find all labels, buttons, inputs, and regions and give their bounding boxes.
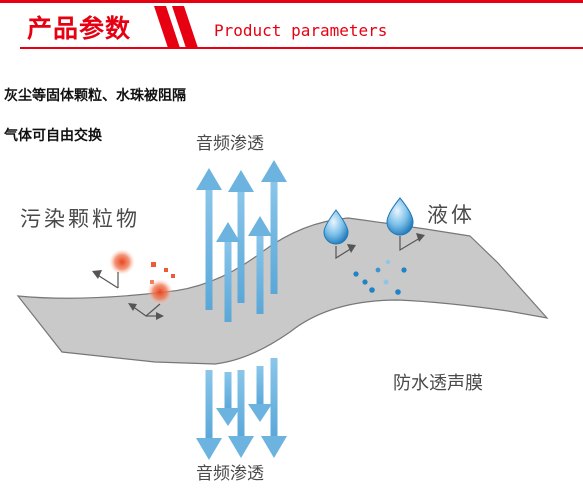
particle-icon bbox=[109, 249, 135, 275]
membrane bbox=[16, 217, 549, 365]
particles-label: 污染颗粒物 bbox=[20, 207, 140, 231]
top-label: 音频渗透 bbox=[196, 134, 264, 154]
sound-arrow-icon bbox=[216, 222, 240, 322]
deflect-arrow-icon bbox=[92, 270, 119, 289]
note-gas-exchange: 气体可自由交换 bbox=[4, 128, 102, 144]
liquid-label: 液体 bbox=[427, 203, 475, 227]
water-drops bbox=[353, 259, 407, 295]
bottom-label: 音频渗透 bbox=[196, 464, 264, 484]
sound-arrow-icon bbox=[228, 170, 254, 303]
deflect-arrow-icon bbox=[128, 303, 164, 320]
sound-arrow-icon bbox=[261, 358, 287, 458]
sound-arrow-icon bbox=[228, 370, 254, 458]
section-header: 产品参数 Product parameters bbox=[0, 0, 583, 52]
liquid-droplets bbox=[323, 197, 425, 295]
sound-arrow-icon bbox=[196, 168, 222, 310]
particle-icon bbox=[147, 279, 173, 305]
particle-icon bbox=[171, 274, 175, 278]
header-subtitle: Product parameters bbox=[214, 21, 388, 40]
sound-arrow-icon bbox=[261, 160, 287, 294]
downward-sound-arrows bbox=[196, 358, 287, 460]
note-blocked: 灰尘等固体颗粒、水珠被阻隔 bbox=[4, 88, 186, 104]
sound-arrow-icon bbox=[248, 216, 272, 314]
header-title: 产品参数 bbox=[27, 14, 132, 43]
header-decoration-icon bbox=[0, 0, 583, 49]
membrane-label: 防水透声膜 bbox=[393, 373, 483, 394]
pollutant-particles bbox=[92, 249, 175, 320]
sound-arrow-icon bbox=[216, 372, 240, 426]
particle-icon bbox=[164, 268, 168, 272]
droplet-icon bbox=[386, 197, 414, 236]
particle-icon bbox=[150, 280, 154, 284]
deflect-arrow-icon bbox=[335, 244, 356, 260]
particle-icon bbox=[151, 262, 156, 267]
upward-sound-arrows bbox=[196, 160, 287, 322]
sound-arrow-icon bbox=[248, 366, 272, 422]
droplet-icon bbox=[323, 209, 349, 245]
deflect-arrow-icon bbox=[399, 233, 425, 252]
sound-arrow-icon bbox=[196, 370, 222, 460]
